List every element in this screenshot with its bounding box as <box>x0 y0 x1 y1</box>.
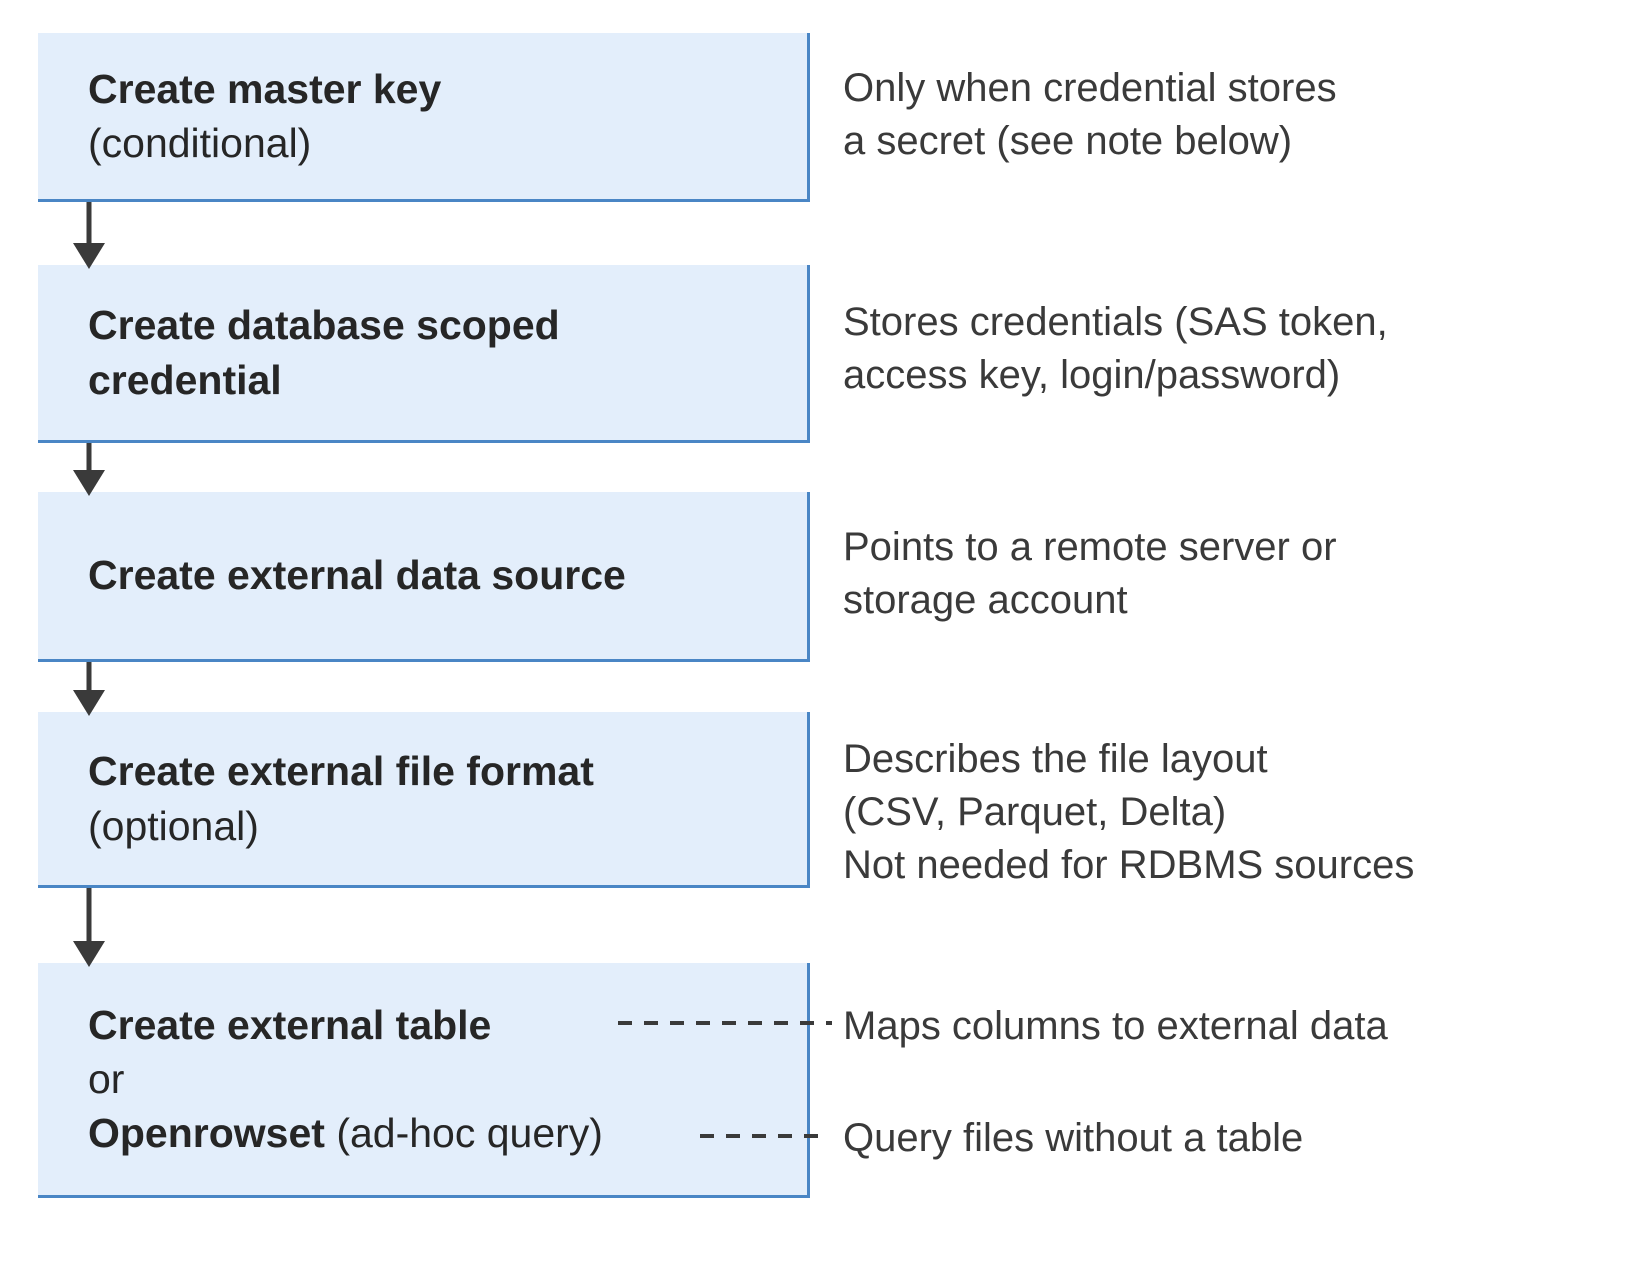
flow-box-text-group: Create database scoped credential <box>38 298 807 406</box>
note-line: Describes the file layout <box>843 737 1268 781</box>
step-separator: or <box>88 1055 125 1102</box>
note-line: Maps columns to external data <box>843 1004 1388 1048</box>
note-create-external-table: Maps columns to external data <box>843 1000 1388 1053</box>
note-line: Query files without a table <box>843 1116 1304 1160</box>
note-line: Points to a remote server or <box>843 525 1337 569</box>
flow-box-create-external-data-source[interactable]: Create external data source <box>38 492 810 662</box>
flow-box-text-group: Create master key (conditional) <box>38 62 807 170</box>
note-line: a secret (see note below) <box>843 119 1293 164</box>
flow-box-create-master-key[interactable]: Create master key (conditional) <box>38 33 810 202</box>
step-alt-heading: Openrowset (ad-hoc query) <box>88 1106 807 1160</box>
note-create-database-scoped-credential: Stores credentials (SAS token, access ke… <box>843 296 1388 402</box>
flow-box-create-external-file-format[interactable]: Create external file format (optional) <box>38 712 810 888</box>
note-line: Stores credentials (SAS token, <box>843 300 1388 344</box>
flow-box-create-external-table-or-openrowset[interactable]: Create external table or Openrowset (ad-… <box>38 963 810 1198</box>
note-line: Not needed for RDBMS sources <box>843 843 1415 888</box>
note-create-external-data-source: Points to a remote server or storage acc… <box>843 521 1337 627</box>
step-heading: Create external file format <box>88 748 594 795</box>
flow-box-text-group: Create external file format (optional) <box>38 744 807 852</box>
step-heading: Create external table <box>88 1001 492 1048</box>
step-heading: Create master key <box>88 65 442 112</box>
flow-box-text-group: Create external table or Openrowset (ad-… <box>38 998 807 1160</box>
step-heading-line-2: credential <box>88 356 282 403</box>
note-line: Only when credential stores <box>843 66 1337 110</box>
note-create-external-file-format: Describes the file layout (CSV, Parquet,… <box>843 733 1414 893</box>
note-create-master-key: Only when credential stores a secret (se… <box>843 62 1337 168</box>
step-subtext: (conditional) <box>88 120 312 166</box>
note-line: storage account <box>843 578 1128 623</box>
step-alt-heading-bold: Openrowset <box>88 1110 325 1157</box>
step-heading-line-1: Create database scoped <box>88 302 560 349</box>
step-heading: Create external data source <box>88 552 626 599</box>
step-alt-heading-rest: (ad-hoc query) <box>324 1110 603 1157</box>
note-line: (CSV, Parquet, Delta) <box>843 790 1227 835</box>
note-openrowset: Query files without a table <box>843 1112 1303 1165</box>
flow-box-create-database-scoped-credential[interactable]: Create database scoped credential <box>38 265 810 443</box>
flow-box-text-group: Create external data source <box>38 548 807 602</box>
note-line: access key, login/password) <box>843 353 1341 398</box>
step-subtext: (optional) <box>88 802 259 849</box>
